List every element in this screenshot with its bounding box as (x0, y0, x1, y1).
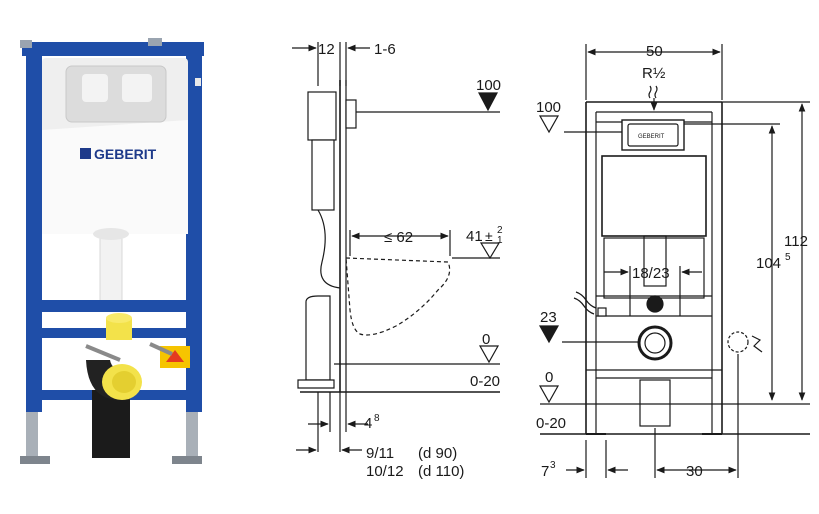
dim-30-label: 30 (686, 463, 703, 480)
geberit-logo: GEBERIT (80, 146, 157, 162)
dim-112-label: 112 (784, 233, 808, 250)
frame-left-post (26, 52, 42, 412)
front-level-100-label: 100 (536, 99, 561, 116)
dim-7-label: 7 (541, 463, 549, 480)
dim-bowl-depth-label: ≤ 62 (384, 229, 413, 246)
level-41-label: 41 (466, 228, 483, 245)
dim-18-23-label: 18/23 (632, 265, 670, 282)
dim-d90-label: (d 90) (418, 445, 457, 462)
level-0-20-label: 0-20 (470, 373, 500, 390)
svg-text:GEBERIT: GEBERIT (638, 134, 665, 140)
drain-pipe (92, 390, 130, 458)
product-photo: GEBERIT (20, 38, 204, 464)
dim-104-label: 104 (756, 255, 781, 272)
brand-text: GEBERIT (94, 146, 157, 162)
frame-right-post (186, 52, 202, 412)
level-41-tol-minus: 1 (497, 235, 503, 246)
dim-4-superscript: 8 (374, 413, 380, 424)
dim-9-11-label: 9/11 (366, 445, 394, 462)
dim-12-label: 12 (318, 41, 335, 58)
level-41-tol-plus: 2 (497, 225, 503, 236)
level-100-label: 100 (476, 77, 501, 94)
front-level-0-20-label: 0-20 (536, 415, 566, 432)
level-0-label: 0 (482, 331, 490, 348)
dim-10-12-label: 10/12 (366, 463, 404, 480)
dim-7-superscript: 3 (550, 460, 556, 471)
front-view-drawing: GEBERIT (538, 44, 810, 478)
side-view-drawing (292, 42, 501, 454)
front-level-0-label: 0 (545, 369, 553, 386)
side-view-labels: 12 1-6 100 ≤ 62 41 ± 2 1 0 0-20 4 8 9/11… (318, 41, 503, 480)
dim-4-label: 4 (364, 415, 372, 432)
frame-lower-rail (26, 300, 202, 312)
dim-50-label: 50 (646, 43, 663, 60)
front-view-labels: 50 R½ 100 18/23 104 5 112 23 0 0-20 7 3 … (536, 43, 808, 480)
flush-pipe (99, 231, 123, 305)
dim-d110-label: (d 110) (418, 463, 464, 480)
frame-top-rail (22, 42, 204, 56)
dim-104-superscript: 5 (785, 252, 791, 263)
dim-r-half-label: R½ (642, 65, 666, 82)
tolerance-pm-sign: ± (485, 228, 493, 244)
pipe-fitting (106, 313, 132, 340)
dim-1-6-label: 1-6 (374, 41, 396, 58)
level-23-label: 23 (540, 309, 557, 326)
